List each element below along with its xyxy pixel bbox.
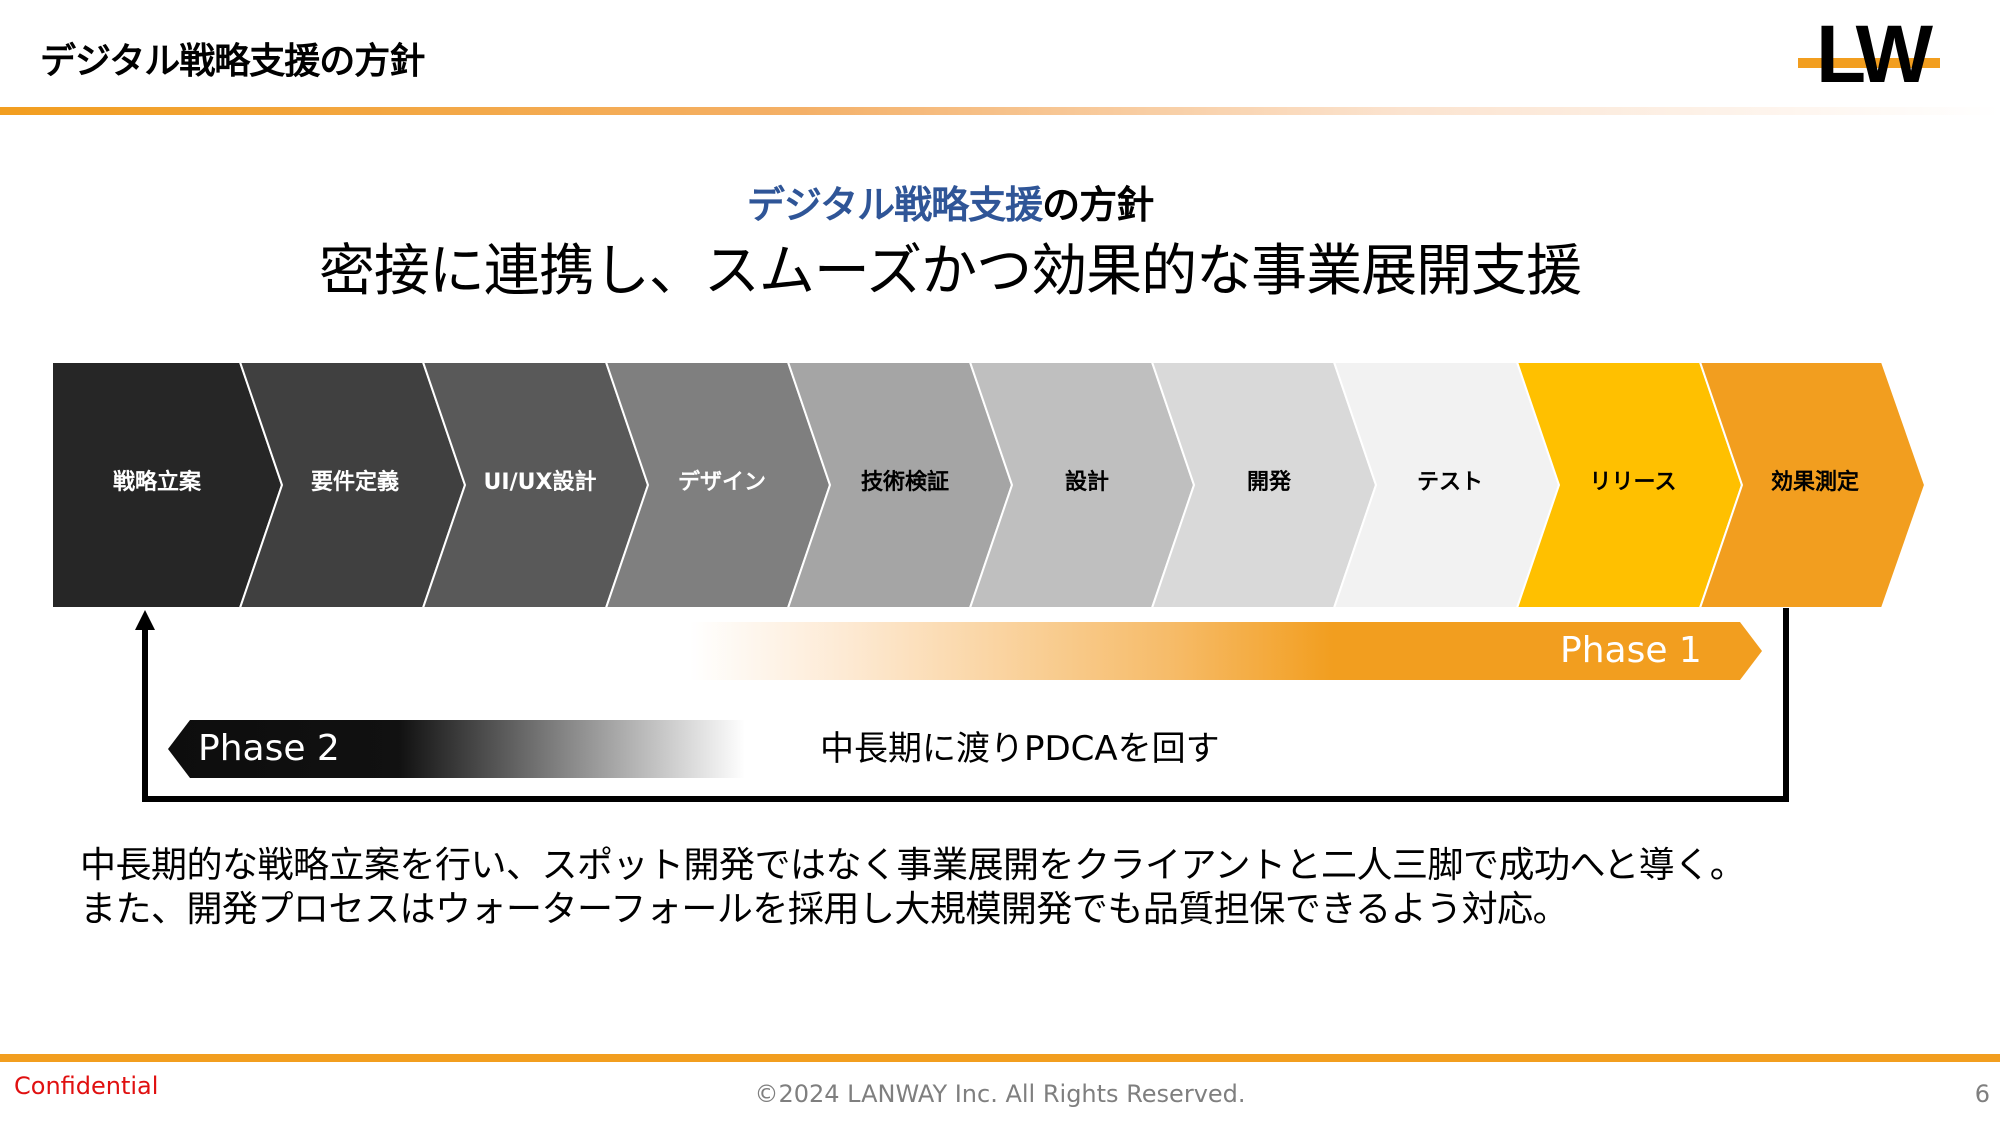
subtitle-rest: の方針 bbox=[1042, 183, 1154, 227]
step-label-5: 技術検証 bbox=[860, 470, 949, 495]
phase1-arrow bbox=[690, 622, 1762, 680]
body-paragraph: 中長期的な戦略立案を行い、スポット開発ではなく事業展開をクライアントと二人三脚で… bbox=[80, 844, 1746, 932]
pdca-loop-connector bbox=[142, 608, 1789, 802]
step-label-8: テスト bbox=[1416, 470, 1483, 495]
chevron-step-10 bbox=[1698, 361, 1927, 609]
body-line-1: 中長期的な戦略立案を行い、スポット開発ではなく事業展開をクライアントと二人三脚で… bbox=[80, 845, 1746, 886]
logo-text: LW bbox=[1816, 9, 1933, 100]
pdca-caption: 中長期に渡りPDCAを回す bbox=[820, 729, 1220, 769]
step-label-4: デザイン bbox=[677, 470, 766, 495]
loop-arrowhead-up-icon bbox=[135, 610, 155, 630]
chevron-group bbox=[51, 361, 1927, 609]
company-logo: LW bbox=[1798, 9, 1940, 100]
step-label-6: 設計 bbox=[1064, 470, 1109, 495]
confidential-label: Confidential bbox=[14, 1072, 159, 1100]
slide-subtitle: デジタル戦略支援の方針 bbox=[0, 174, 1900, 229]
step-label-1: 戦略立案 bbox=[112, 470, 201, 495]
step-label-7: 開発 bbox=[1246, 470, 1291, 495]
step-label-9: リリース bbox=[1589, 470, 1677, 495]
slide-header-title: デジタル戦略支援の方針 bbox=[40, 41, 425, 82]
phase1-label: Phase 1 bbox=[1560, 630, 1702, 671]
step-label-2: 要件定義 bbox=[310, 470, 399, 495]
step-label-3: UI/UX設計 bbox=[483, 470, 597, 495]
phase2-arrow bbox=[168, 720, 745, 778]
footer-divider bbox=[0, 1054, 2000, 1062]
body-line-2: また、開発プロセスはウォーターフォールを採用し大規模開発でも品質担保できるよう対… bbox=[80, 889, 1569, 930]
logo-accent-bar bbox=[1798, 58, 1940, 68]
step-label-10: 効果測定 bbox=[1770, 470, 1859, 495]
phase2-label: Phase 2 bbox=[198, 728, 340, 769]
main-heading: 密接に連携し、スムーズかつ効果的な事業展開支援 bbox=[318, 239, 1582, 304]
header-divider bbox=[0, 107, 2000, 115]
copyright-text: ©2024 LANWAY Inc. All Rights Reserved. bbox=[754, 1080, 1246, 1108]
page-number: 6 bbox=[1974, 1080, 1990, 1108]
subtitle-highlight: デジタル戦略支援 bbox=[746, 183, 1043, 227]
